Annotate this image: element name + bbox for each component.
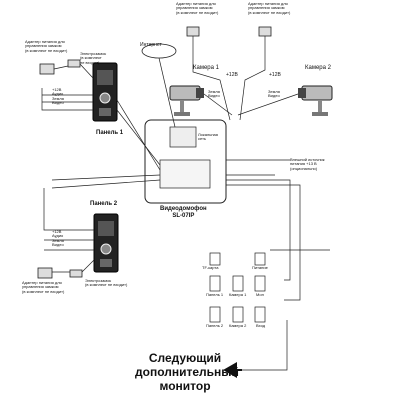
lan-label: Локальная сеть <box>198 132 218 142</box>
panel2-wires-label: +12В Аудио Земля Видео <box>52 229 64 248</box>
conn-lan-label: TF-карта <box>202 265 219 270</box>
adapter-top <box>186 26 272 37</box>
adapter-top-left-label: Адаптер питания для управления замком (в… <box>25 39 68 53</box>
lock-top-label: Электрозамок (в комплект не входит) <box>80 51 107 65</box>
adapter-bottom-left-label: Адаптер питания для управления замком (в… <box>22 280 65 294</box>
panel1-label: Панель 1 <box>96 130 124 136</box>
panel1-device <box>92 62 118 122</box>
panel2-device <box>93 213 119 273</box>
camera2-device <box>298 85 333 116</box>
panel2-label: Панель 2 <box>90 201 118 207</box>
conn-ext-label: Вход <box>256 323 266 328</box>
conn-cam1-label: Камера 1 <box>229 292 247 297</box>
adapter-top-right-label: Адаптер питания для управления замком (в… <box>248 1 291 15</box>
ext-power-label: Внешний источник питания +13 В (опционал… <box>290 157 325 171</box>
v12-cam2: +12В <box>269 72 281 78</box>
lock-bottom-label: Электрозамок (в комплект не входит) <box>85 278 128 288</box>
v12-cam1: +12В <box>226 72 238 78</box>
conn-panel2-label: Панель 2 <box>206 323 224 328</box>
lock-bottom-left <box>37 267 83 279</box>
connector-chart <box>209 252 266 323</box>
camera1-device <box>169 85 204 116</box>
cam1-wires-label: Земля Видео <box>208 89 220 99</box>
lock-top-left <box>39 59 81 75</box>
device-label: Видеодомофон SL-07IP <box>160 206 207 219</box>
conn-panel1-label: Панель 1 <box>206 292 224 297</box>
conn-mon-label: Мон <box>256 292 264 297</box>
adapter-top-mid-label: Адаптер питания для управления замком (в… <box>176 1 219 15</box>
internet-label: Интернет <box>140 42 162 48</box>
next-monitor-label: Следующий дополнительный монитор <box>135 351 239 393</box>
cam2-wires-label: Земля Видео <box>268 89 280 99</box>
conn-power-label: Питание <box>252 265 268 270</box>
panel1-wires-label: +12В Аудио Земля Видео <box>52 87 64 106</box>
camera1-label: Камера 1 <box>193 65 219 71</box>
conn-cam2-label: Камера 2 <box>229 323 247 328</box>
camera2-label: Камера 2 <box>305 65 331 71</box>
